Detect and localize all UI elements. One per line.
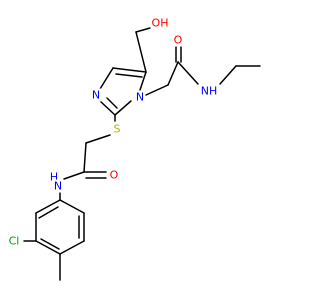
bond-co-n-lower [63,171,85,180]
amide-nh-upper-label: NH [201,85,218,98]
bond-ring-n3-c4 [99,67,114,90]
atom-label-background [48,170,60,184]
hydroxyl-label: OH [152,17,169,30]
atom-label-background [108,168,120,182]
chloro-label: Cl [9,235,20,248]
bond-ring-c4-c5 [112,67,147,73]
bond-ring-ch2 [135,31,147,73]
atom-label-background [134,90,146,104]
atom-label-background [199,84,219,98]
imidazole-n1-label: N [136,91,144,104]
bond-ar-c4-c5 [59,240,85,255]
atom-label-background [7,234,21,248]
bond-ar-c6-c1 [59,199,85,214]
atom-label-background [172,33,184,47]
bond-ring-c5-n1 [139,71,147,91]
bond-nh-ethyl [219,65,237,85]
bond-ring-n3-c2-double [106,97,118,109]
atom-layer: OH O NH N N S O H N Cl [7,16,219,248]
atom-label-background [150,16,170,30]
bond-ch2-co-upper [167,61,179,86]
bond-ring-c2-n1 [114,100,132,116]
bond-ch2-co-lower [83,142,87,173]
atom-label-background [52,179,64,193]
bond-co-nh-upper [177,61,199,85]
bond-ring-n3-c2 [99,100,116,116]
amide-h-lower-label: H [50,171,58,184]
bond-s-ch2 [85,134,111,144]
bond-ar-c1-c2 [35,199,61,214]
bond-ar-c3-c4-double [40,238,60,250]
atom-label-background [90,88,102,102]
bond-ch2-oh [135,27,151,33]
bond-ar-c1-c2-double [38,206,59,219]
bond-n1-ch2 [145,84,169,96]
imidazole-n3-label: N [92,89,100,102]
bond-layer [23,27,261,281]
thioether-s-label: S [114,123,121,136]
bond-ar-c3-c4 [35,240,61,255]
carbonyl-oxygen-upper-label: O [174,34,183,47]
atom-label-background [112,122,122,136]
amide-n-lower-label: N [54,180,62,193]
bond-ring-c4-c5-double [115,73,143,78]
carbonyl-oxygen-lower-label: O [110,169,119,182]
molecule-structure: OH O NH N N S O H N Cl [7,16,261,281]
